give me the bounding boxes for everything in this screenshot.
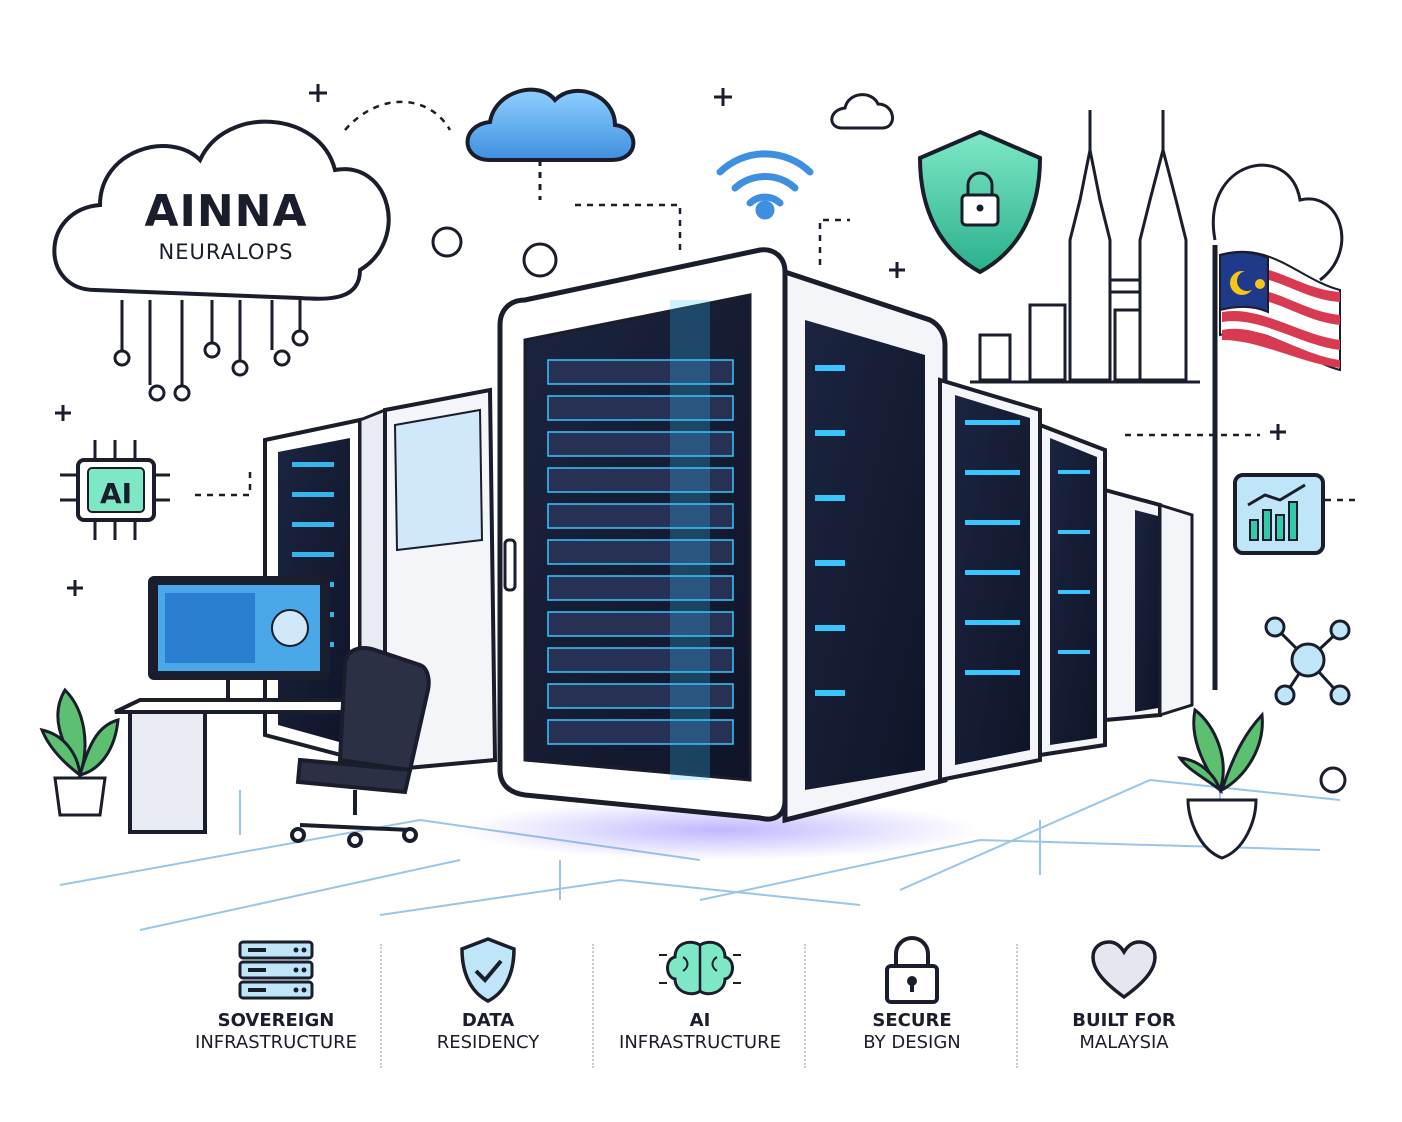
wifi-icon: [716, 150, 814, 220]
workstation-desk: [114, 576, 421, 834]
feature-subtitle: BY DESIGN: [863, 1032, 961, 1053]
feature-subtitle: RESIDENCY: [436, 1032, 540, 1053]
main-server-rack: [497, 247, 948, 824]
small-cloud-icon: [830, 93, 894, 130]
shield-check-icon: [382, 930, 594, 1010]
divider: [1016, 944, 1018, 1068]
brand-tagline: NEURALOPS: [158, 240, 294, 264]
feature-built-for-malaysia: BUILT FOR MALAYSIA: [1018, 930, 1230, 1080]
brand-cloud: [52, 119, 391, 402]
feature-row: SOVEREIGN INFRASTRUCTURE DATA RESIDENCY: [170, 930, 1230, 1080]
decorative-connectors: [195, 100, 1360, 502]
feature-subtitle: INFRASTRUCTURE: [619, 1032, 781, 1053]
feature-title: SOVEREIGN: [217, 1010, 335, 1031]
plant-right: [1176, 707, 1264, 860]
divider: [804, 944, 806, 1068]
floor-glow: [460, 800, 980, 860]
divider: [380, 944, 382, 1068]
ai-chip-label: AI: [100, 477, 132, 510]
feature-title: BUILT FOR: [1072, 1010, 1176, 1031]
feature-title: AI: [689, 1010, 711, 1031]
heart-icon: [1018, 930, 1230, 1010]
divider: [592, 944, 594, 1068]
ai-chip-icon: [60, 440, 170, 540]
ai-brain-icon: [594, 930, 806, 1010]
feature-title: DATA: [461, 1010, 515, 1031]
padlock-icon: [806, 930, 1018, 1010]
right-server-racks: [938, 377, 1194, 783]
rack-units: [547, 359, 734, 745]
feature-subtitle: MALAYSIA: [1079, 1032, 1169, 1053]
outline-cloud-right: [1211, 163, 1344, 282]
decorative-nodes: [431, 226, 1347, 794]
server-stack-icon: [170, 930, 382, 1010]
brand-name: AINNA: [144, 186, 308, 237]
analytics-chart-icon: [1233, 473, 1325, 555]
office-chair: [290, 646, 431, 848]
malaysia-flag-icon: [1212, 245, 1341, 690]
blue-cloud-icon: [465, 87, 636, 200]
feature-subtitle: INFRASTRUCTURE: [195, 1032, 357, 1053]
feature-ai-infrastructure: AI INFRASTRUCTURE: [594, 930, 806, 1080]
feature-secure-by-design: SECURE BY DESIGN: [806, 930, 1018, 1080]
plant-left: [39, 687, 120, 817]
network-hub-icon: [1264, 616, 1351, 706]
skyline-towers: [970, 110, 1200, 384]
security-shield-icon: [917, 129, 1043, 275]
feature-data-residency: DATA RESIDENCY: [382, 930, 594, 1080]
sparkle-plus-icons: [55, 84, 1286, 596]
feature-title: SECURE: [872, 1010, 952, 1031]
feature-sovereign-infrastructure: SOVEREIGN INFRASTRUCTURE: [170, 930, 382, 1080]
